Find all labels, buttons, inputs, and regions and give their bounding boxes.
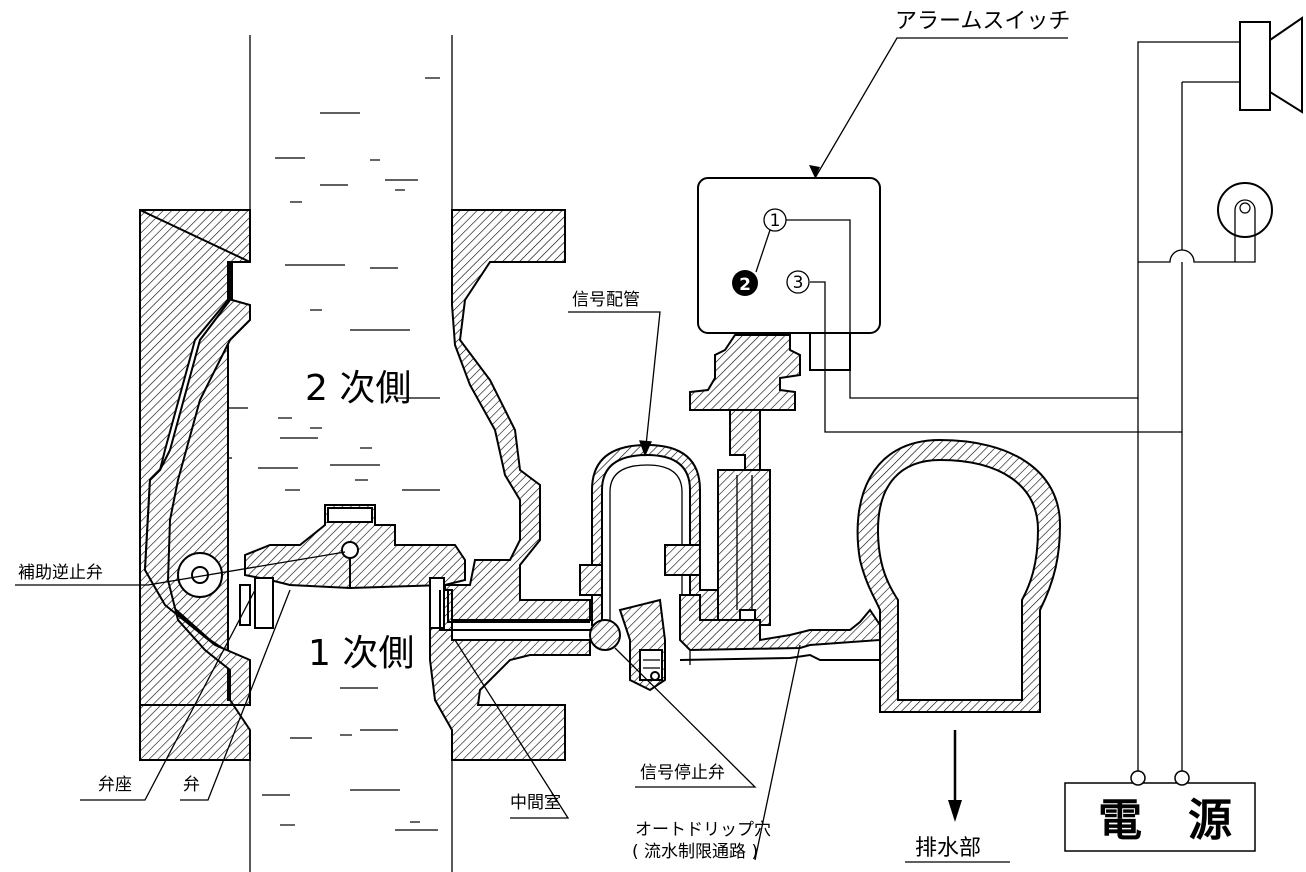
valve-body-left-wall <box>139 209 251 761</box>
alarm-switch-label: アラームスイッチ <box>895 9 1070 34</box>
leader-lines <box>15 37 1068 861</box>
power-label-2: 源 <box>1188 795 1232 846</box>
auto-drip-label-2: ( 流水制限通路 ) <box>632 842 758 862</box>
main-pipe <box>249 35 453 872</box>
terminal-2: 2 <box>732 270 758 296</box>
intermediate-chamber-label: 中間室 <box>510 793 561 813</box>
svg-text:2: 2 <box>739 275 751 295</box>
valve-seat-label: 弁座 <box>98 775 132 795</box>
alarm-switch-box <box>697 177 881 334</box>
bell-icon <box>1239 16 1303 114</box>
primary-side-label: 1 次側 <box>308 633 414 674</box>
secondary-side-label: 2 次側 <box>305 368 411 409</box>
valve-body-right-lower <box>429 589 591 761</box>
valve-body-right-wall <box>444 209 591 621</box>
drain-line <box>679 594 881 652</box>
svg-text:3: 3 <box>793 273 804 293</box>
auto-drip-label-1: オートドリップ穴 <box>635 820 771 840</box>
wiring <box>786 41 1256 775</box>
terminal-3: 3 <box>786 270 810 294</box>
alarm-switch-stem <box>689 329 851 626</box>
lamp-icon <box>1217 182 1273 238</box>
aux-check-valve-label: 補助逆止弁 <box>18 563 103 583</box>
signal-stop-valve <box>589 598 666 692</box>
drain-arrow <box>948 730 962 822</box>
signal-stop-valve-label: 信号停止弁 <box>640 763 725 783</box>
valve-label: 弁 <box>183 775 200 795</box>
drain-chamber <box>856 438 1062 713</box>
power-label-1: 電 <box>1098 795 1142 846</box>
terminal-1: 1 <box>763 208 787 232</box>
drain-label: 排水部 <box>915 836 981 861</box>
power-supply-box: 電 源 <box>1064 770 1256 852</box>
signal-pipe-label: 信号配管 <box>572 290 640 310</box>
svg-text:1: 1 <box>770 211 781 231</box>
